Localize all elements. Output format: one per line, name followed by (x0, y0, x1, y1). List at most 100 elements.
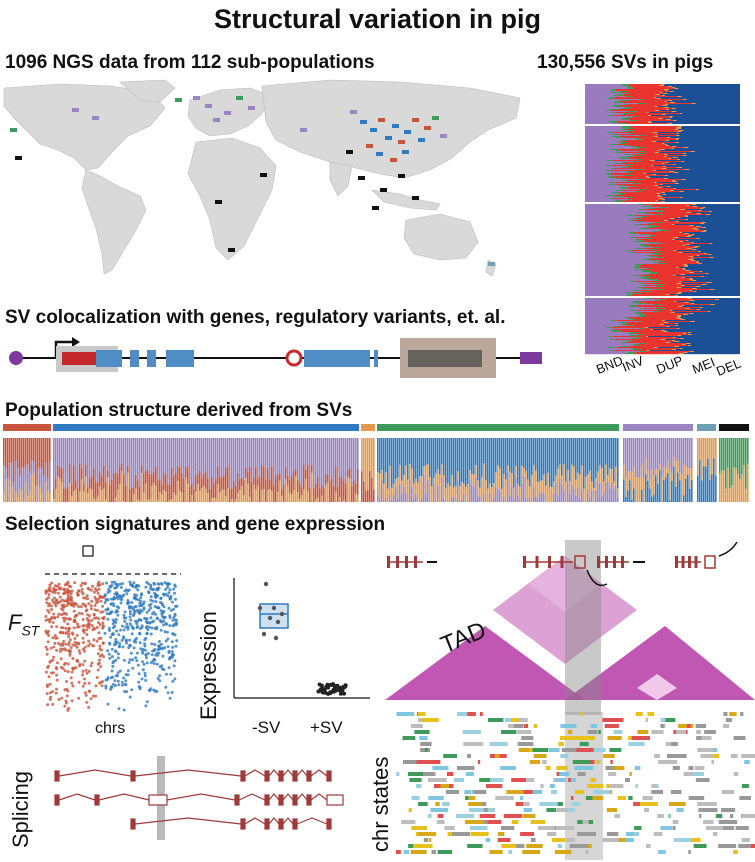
fst-point (77, 605, 81, 609)
sv-bar-segment (685, 319, 740, 321)
fst-point (124, 625, 128, 629)
sv-bar-segment (615, 190, 622, 192)
sv-bar-segment (585, 138, 635, 140)
chr-state-segment (689, 772, 704, 776)
admixture-bar (141, 473, 143, 502)
sv-bar-segment (585, 224, 634, 226)
admixture-bar (403, 438, 405, 476)
sv-bar-segment (681, 315, 740, 317)
sv-bar-segment (666, 168, 740, 170)
fst-point (61, 626, 65, 630)
chr-state-segment (489, 742, 508, 746)
fst-point (62, 588, 66, 592)
fst-point (92, 590, 96, 594)
admixture-bar (421, 438, 423, 476)
admixture-bar (83, 491, 85, 502)
sv-bar-segment (620, 141, 652, 143)
admixture-bar (719, 438, 721, 474)
sv-bar-segment (622, 317, 629, 319)
admixture-bar (531, 475, 533, 502)
sv-bar-segment (633, 266, 641, 268)
chr-state-segment (513, 724, 524, 728)
sv-bar-segment (635, 252, 679, 254)
admixture-bar (93, 468, 95, 499)
admixture-bar (585, 476, 587, 502)
admixture-bar (563, 490, 565, 502)
sv-bar-segment (632, 340, 672, 342)
fst-point (168, 596, 172, 600)
sv-bar-segment (627, 333, 633, 335)
sv-bar-segment (676, 301, 740, 303)
admixture-bar (259, 438, 261, 478)
sv-bar-segment (585, 216, 642, 218)
sv-bar-segment (636, 186, 667, 188)
sv-bar-segment (637, 151, 645, 153)
admixture-bar (271, 491, 273, 502)
sv-bar-segment (680, 197, 683, 199)
admixture-bar (131, 438, 133, 488)
sv-bar-segment (647, 225, 656, 227)
admixture-bar (505, 479, 507, 502)
sv-bar-segment (698, 263, 702, 265)
admixture-bar (241, 477, 243, 487)
admixture-bar (241, 438, 243, 478)
sv-bar-segment (624, 143, 663, 145)
fst-point (83, 691, 87, 695)
sv-bar-segment (638, 314, 644, 316)
fst-point (157, 644, 161, 648)
admixture-bar (437, 469, 439, 486)
chr-state-segment (625, 778, 630, 782)
fst-point (68, 653, 72, 657)
sv-bar-segment (683, 191, 740, 193)
sv-bar-segment (642, 264, 684, 266)
admixture-bar (197, 483, 199, 502)
sv-bar-segment (640, 337, 673, 339)
fst-point (118, 642, 122, 646)
sv-bar-segment (614, 350, 647, 352)
fst-point (103, 594, 107, 598)
sv-bar-segment (687, 298, 692, 300)
fst-point (81, 684, 85, 688)
sv-bar-segment (684, 305, 740, 307)
admixture-bar (537, 482, 539, 499)
sv-bar-segment (639, 277, 647, 279)
chr-state-segment (660, 724, 665, 728)
admixture-bar (41, 438, 43, 468)
sv-bar-segment (647, 279, 658, 281)
admixture-bar (145, 483, 147, 502)
sv-bar-segment (673, 164, 676, 166)
fst-point (72, 620, 76, 623)
admixture-bar (439, 474, 441, 502)
sv-bar-segment (696, 189, 699, 191)
sv-bar-segment (585, 132, 607, 134)
sv-bar-segment (585, 307, 657, 309)
sv-bar-segment (636, 221, 644, 223)
sv-bar-segment (620, 163, 662, 165)
chr-state-segment (446, 790, 459, 794)
sv-bar-segment (705, 227, 740, 229)
admixture-bar (659, 470, 661, 502)
sv-bar-segment (648, 327, 740, 329)
admixture-bar (281, 489, 283, 497)
sv-bar-segment (585, 201, 613, 203)
fst-point (150, 642, 154, 646)
admixture-bar (455, 485, 457, 502)
sv-bar-segment (678, 325, 740, 327)
chr-state-segment (470, 832, 489, 836)
admixture-bar (149, 438, 151, 475)
splicing-exon (148, 794, 168, 806)
admixture-bar (5, 479, 7, 502)
chr-state-segment (701, 736, 712, 740)
sv-bar-segment (658, 136, 740, 138)
expression-point-pos (340, 690, 345, 695)
admixture-bar (551, 487, 553, 502)
admixture-bar (519, 486, 521, 502)
chr-state-segment (602, 838, 619, 842)
sv-bar-segment (673, 250, 677, 252)
admixture-bar (425, 493, 427, 502)
sv-bar-segment (657, 150, 660, 152)
sv-bar-segment (644, 204, 692, 206)
fst-point (53, 584, 57, 588)
sv-bar-segment (615, 97, 655, 99)
chr-state-segment (467, 844, 483, 848)
